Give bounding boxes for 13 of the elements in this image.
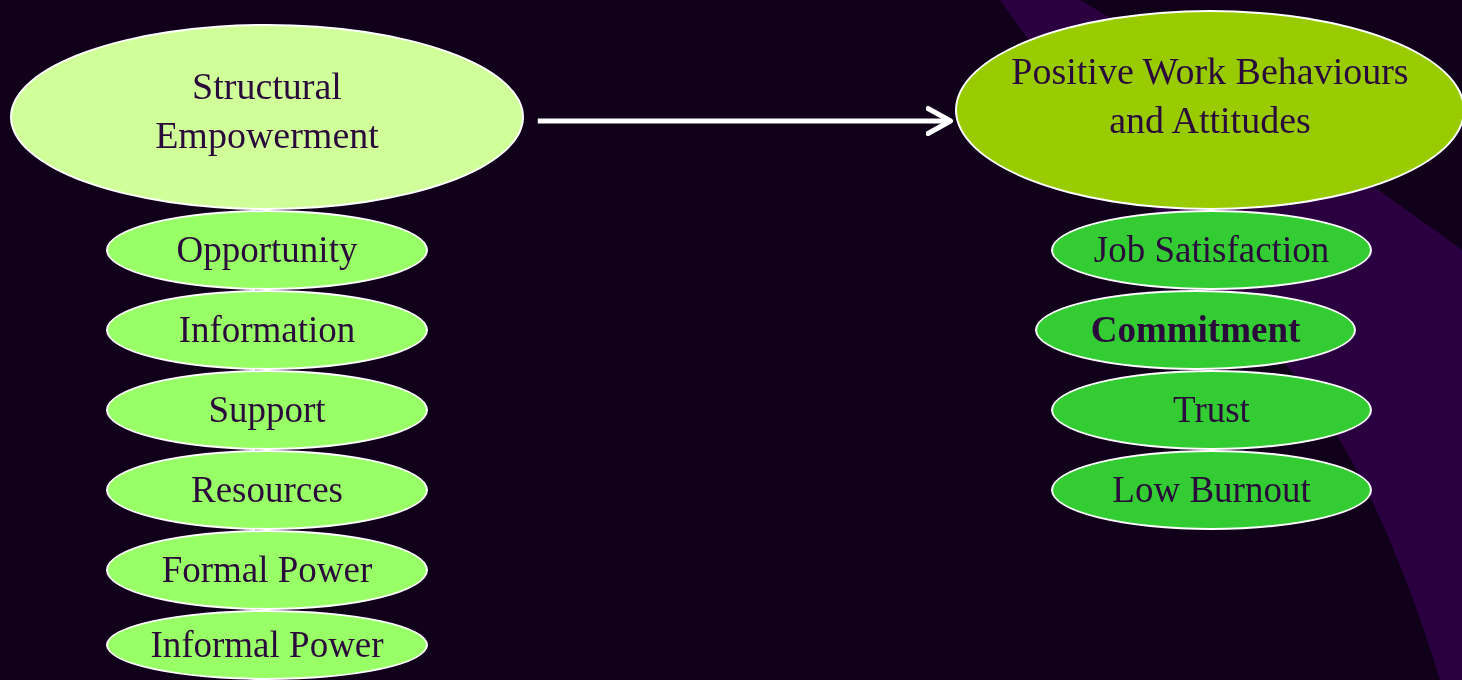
node-label: Formal Power — [161, 547, 373, 592]
node-label: Structural Empowerment — [154, 63, 380, 158]
node-label: Support — [208, 387, 326, 432]
node-label: Opportunity — [176, 227, 358, 272]
node-label: Resources — [190, 467, 344, 512]
node-label: Commitment — [1090, 307, 1301, 352]
node-label: Trust — [1173, 387, 1250, 432]
node-label: Informal Power — [150, 622, 384, 667]
node-label: Information — [178, 307, 356, 352]
node-label: Job Satisfaction — [1093, 227, 1330, 272]
node-label: Low Burnout — [1112, 467, 1311, 512]
node-label: Positive Work Behaviours and Attitudes — [1010, 48, 1410, 143]
arrow — [537, 106, 954, 136]
